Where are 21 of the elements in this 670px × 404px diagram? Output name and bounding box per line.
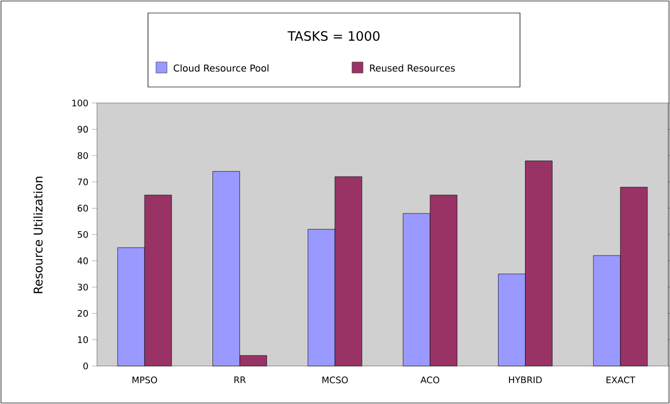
y-tick-label: 20 [78,310,88,317]
y-tick-label: 80 [78,152,88,159]
y-tick-label: 10 [78,336,88,344]
y-tick-label: 70 [78,178,88,186]
y-tick-label: 50 [78,231,88,238]
x-tick-label: MPSO [132,376,158,384]
y-tick-label: 100 [72,100,88,106]
legend-label: Cloud Resource Pool [174,64,268,72]
legend-label: Reused Resources [370,64,455,72]
x-tick-label: RR [234,376,246,384]
x-tick-label: EXACT [606,376,636,384]
axis-title: Resource Utilization [33,176,43,294]
y-tick-label: 40 [78,257,88,264]
x-tick-label: HYBRID [509,376,542,384]
y-tick-label: 0 [83,362,88,370]
y-tick-label: 90 [78,126,88,133]
y-tick-label: 60 [78,204,88,212]
x-tick-label: MCSO [322,376,348,384]
x-tick-label: ACO [420,376,440,384]
y-tick-label: 30 [78,284,88,290]
chart-title: TASKS = 1000 [288,31,380,41]
